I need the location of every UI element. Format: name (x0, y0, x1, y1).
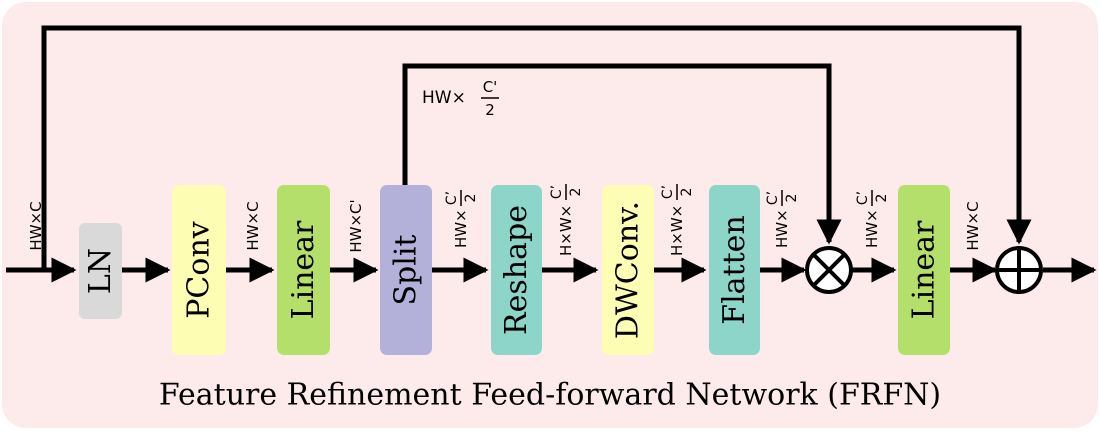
block-split-label: Split (389, 234, 424, 305)
svg-text:2: 2 (679, 188, 695, 197)
dim-label-after-multiply: HW× C’ 2 (855, 190, 890, 248)
block-pconv-label: PConv (182, 221, 217, 319)
dim-label-branch: HW× C' 2 (422, 78, 499, 119)
background-panel (2, 2, 1098, 428)
add-operator-icon (995, 246, 1043, 294)
block-ln: LN (79, 223, 122, 319)
dim-label-after-linear-2: HW×C (964, 201, 982, 250)
block-dwconv-label: DWConv. (611, 201, 646, 339)
svg-text:C’: C’ (660, 185, 676, 199)
dim-label-after-reshape: H×W× C’ 2 (549, 184, 584, 256)
block-ln-label: LN (83, 248, 118, 294)
svg-text:2: 2 (784, 194, 800, 203)
dim-label-after-dwconv: H×W× C’ 2 (660, 184, 695, 256)
block-flatten: Flatten (709, 185, 760, 355)
svg-text:H×W×: H×W× (557, 205, 575, 256)
block-reshape-label: Reshape (499, 205, 534, 335)
block-pconv: PConv (172, 185, 226, 355)
dim-label-after-linear: HW×C' (347, 199, 365, 252)
svg-text:H×W×: H×W× (668, 205, 686, 256)
svg-text:C’: C’ (855, 191, 871, 205)
svg-text:HW×: HW× (422, 88, 466, 108)
svg-text:C’: C’ (765, 191, 781, 205)
multiply-operator-icon (805, 246, 853, 294)
dim-label-after-flatten: HW× C’ 2 (765, 190, 800, 248)
svg-text:2: 2 (485, 101, 495, 119)
svg-text:2: 2 (874, 194, 890, 203)
diagram-title: Feature Refinement Feed-forward Network … (159, 378, 941, 413)
skip-connection-outer (41, 25, 1032, 270)
svg-text:HW×: HW× (863, 209, 881, 248)
svg-text:HW×: HW× (452, 209, 470, 248)
block-split: Split (380, 185, 432, 355)
frac-den: 2 (463, 194, 479, 203)
block-flatten-label: Flatten (717, 215, 752, 324)
block-linear-1-label: Linear (286, 220, 321, 319)
block-reshape: Reshape (491, 185, 542, 355)
svg-text:C': C' (483, 78, 498, 96)
dim-label-input: HW×C (27, 201, 45, 250)
svg-text:C’: C’ (549, 185, 565, 199)
block-linear-1: Linear (277, 185, 330, 355)
dim-label-after-pconv: HW×C (244, 201, 262, 250)
dim-label-after-split: HW× C’ 2 (444, 190, 479, 248)
split-branch-connection (402, 63, 842, 245)
block-dwconv: DWConv. (602, 185, 654, 355)
svg-text:HW×: HW× (773, 209, 791, 248)
block-linear-2-label: Linear (907, 220, 942, 319)
svg-text:2: 2 (568, 188, 584, 197)
block-linear-2: Linear (898, 185, 950, 355)
frac-num: C’ (444, 191, 460, 205)
